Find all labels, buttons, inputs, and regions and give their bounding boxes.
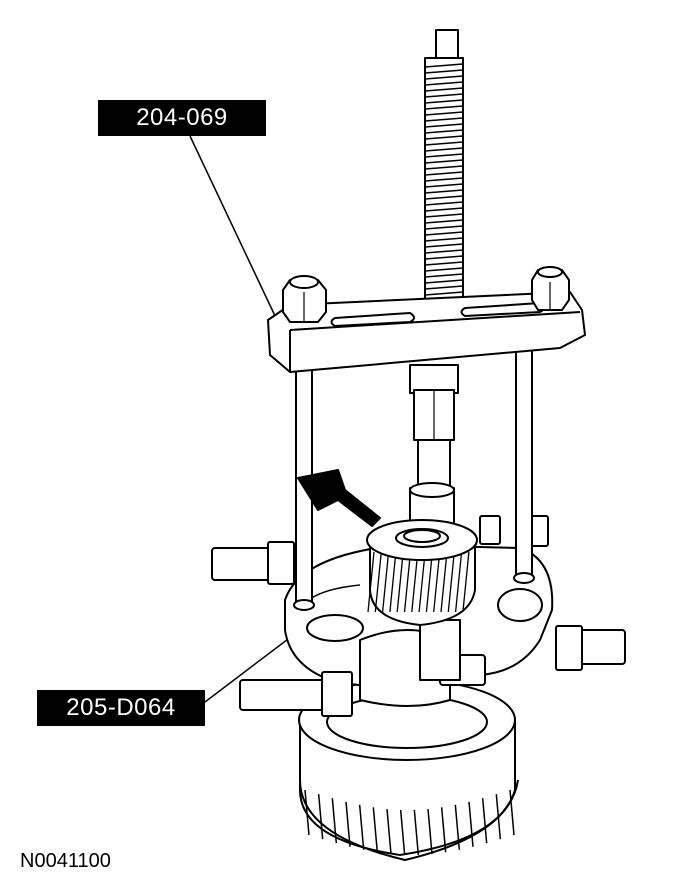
thread-line (424, 267, 464, 272)
ring-tooth (386, 808, 392, 855)
indicator-arrow (297, 469, 381, 527)
gear-tooth (433, 551, 441, 613)
ring-tooth (372, 807, 379, 853)
ring-tooth (468, 801, 474, 847)
thread-line (424, 153, 464, 158)
puller-crossbar (267, 266, 586, 373)
thread-line (424, 213, 464, 218)
gear-tooth (403, 551, 412, 613)
gear-tooth (418, 551, 426, 613)
ring-tooth (317, 794, 324, 840)
thread-line (424, 243, 464, 248)
gear-tooth (462, 551, 470, 613)
thread-line (424, 177, 464, 182)
ring-tooth (495, 794, 502, 840)
thread-line (424, 165, 464, 170)
figure-id: N0041100 (20, 850, 111, 872)
thread-line (424, 237, 464, 242)
ring-tooth (345, 801, 351, 847)
thread-line (424, 219, 464, 224)
gear-tooth (374, 551, 382, 613)
thread-line (424, 207, 464, 212)
helical-gear (366, 519, 478, 626)
forcing-screw-adapter (409, 364, 459, 534)
thread-line (424, 171, 464, 176)
thread-line (424, 231, 464, 236)
leader-lines (189, 135, 301, 703)
ring-tooth (440, 807, 447, 853)
thread-line (424, 123, 464, 128)
ring-tooth (427, 808, 433, 855)
thread-line (424, 75, 464, 80)
ring-tooth (358, 804, 365, 850)
thread-line (424, 141, 464, 146)
gear-tooth (425, 551, 434, 613)
thread-line (424, 183, 464, 188)
thread-line (424, 195, 464, 200)
thread-line (424, 201, 464, 206)
thread-line (424, 159, 464, 164)
thread-line (424, 87, 464, 92)
gear-tooth (440, 551, 448, 613)
gear-tooth (367, 551, 375, 613)
thread-line (424, 249, 464, 254)
thread-line (424, 111, 464, 116)
thread-line (424, 93, 464, 98)
thread-line (424, 117, 464, 122)
ring-tooth (509, 789, 515, 836)
ring-tooth (481, 798, 488, 844)
thread-line (424, 285, 464, 290)
thread-line (424, 135, 464, 140)
gear-tooth (411, 551, 419, 613)
gear-tooth (389, 551, 397, 613)
ring-tooth (454, 804, 461, 850)
thread-line (424, 105, 464, 110)
thread-line (424, 291, 464, 296)
forcing-screw (424, 29, 464, 314)
gear-tooth (396, 551, 404, 613)
thread-line (424, 273, 464, 278)
ring-tooth (304, 789, 310, 836)
thread-line (424, 147, 464, 152)
thread-line (424, 69, 464, 74)
thread-line (424, 99, 464, 104)
thread-line (424, 279, 464, 284)
thread-line (424, 189, 464, 194)
ring-tooth (331, 798, 338, 844)
thread-line (424, 129, 464, 134)
gear-tooth (381, 551, 390, 613)
gear-tooth (447, 551, 455, 613)
gear-tooth (454, 551, 463, 613)
thread-line (424, 225, 464, 230)
ring-tooth (399, 809, 406, 855)
thread-line (424, 261, 464, 266)
callout-205-D064: 205-D064 (37, 690, 205, 726)
ring-tooth (413, 809, 420, 855)
thread-line (424, 81, 464, 86)
callout-204-069: 204-069 (98, 100, 266, 136)
thread-line (424, 255, 464, 260)
thread-line (424, 63, 464, 68)
